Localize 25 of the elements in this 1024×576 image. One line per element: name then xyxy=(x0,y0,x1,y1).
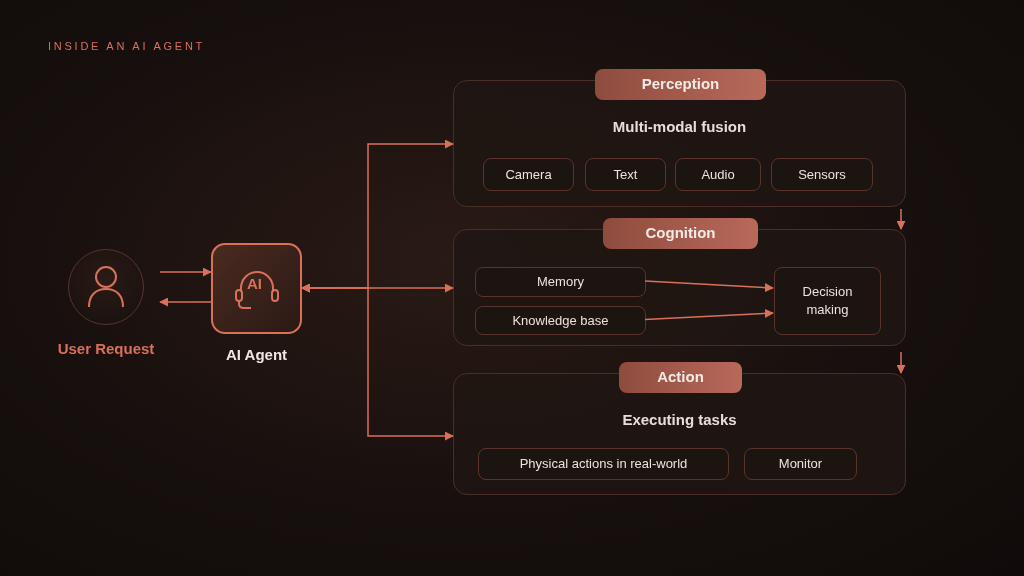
item-box: Text xyxy=(585,158,666,191)
item-box: Monitor xyxy=(744,448,857,480)
item-box: Sensors xyxy=(771,158,873,191)
item-box: Audio xyxy=(675,158,761,191)
node-label: User Request xyxy=(56,339,156,359)
panel-heading: Perception xyxy=(595,69,766,100)
panel-subtitle: Executing tasks xyxy=(621,410,738,430)
arrow xyxy=(644,280,774,293)
item-box: Camera xyxy=(483,158,574,191)
node-label: AI Agent xyxy=(224,345,289,365)
icon-text: AI xyxy=(247,276,262,291)
arrow xyxy=(159,267,212,277)
arrow xyxy=(896,351,906,374)
arrow xyxy=(896,208,906,230)
item-box: Knowledge base xyxy=(475,306,646,335)
item-box: Physical actions in real-world xyxy=(478,448,729,480)
panel-subtitle: Multi-modal fusion xyxy=(611,117,748,137)
item-box: Memory xyxy=(475,267,646,297)
arrow xyxy=(644,308,774,321)
arrow xyxy=(301,283,454,441)
arrow xyxy=(159,297,212,307)
panel-heading: Action xyxy=(619,362,742,393)
panel-heading: Cognition xyxy=(603,218,758,249)
item-box: Decision making xyxy=(774,267,881,335)
diagram-title: INSIDE AN AI AGENT xyxy=(48,39,206,54)
